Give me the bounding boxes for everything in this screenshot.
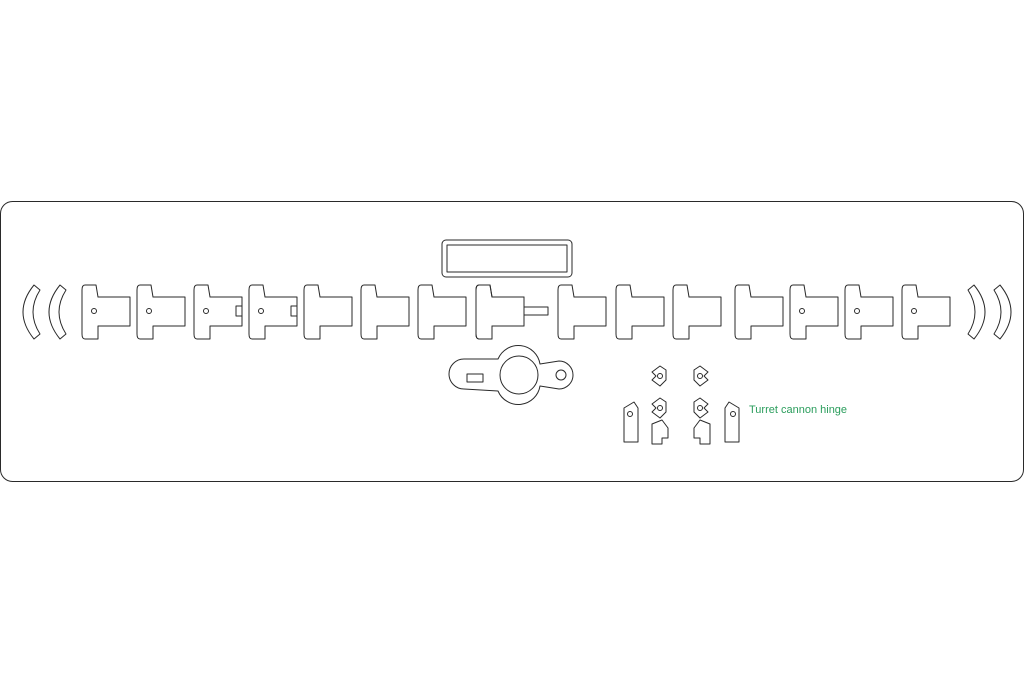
hinge-hole (697, 405, 703, 411)
track-link-hole (911, 308, 917, 314)
frame-inner (446, 244, 568, 273)
sheet-border (0, 201, 1024, 482)
track-link-hole (258, 308, 264, 314)
track-link-part (360, 284, 410, 340)
track-link-part (248, 284, 298, 340)
track-link-part (193, 284, 243, 340)
track-link-part (789, 284, 839, 340)
chevron-part (22, 284, 41, 340)
turret-cannon-hinge-label: Turret cannon hinge (749, 404, 848, 416)
track-link-part (734, 284, 784, 340)
track-link-part (303, 284, 353, 340)
track-link-part (672, 284, 722, 340)
turret-ring-outline (448, 345, 574, 405)
track-parts-row (22, 284, 1012, 340)
turret-ring-center-hole (499, 355, 539, 395)
track-link-hole (799, 308, 805, 314)
track-link-part (136, 284, 186, 340)
track-link-part (901, 284, 951, 340)
hinge-hole (730, 411, 736, 417)
track-link-notch (235, 305, 243, 317)
hinge-part (724, 401, 740, 443)
hinge-hole (627, 411, 633, 417)
turret-cannon-hinge-group (623, 365, 740, 445)
frame-outer (441, 239, 573, 278)
hinge-part (623, 401, 639, 443)
track-link-hole (854, 308, 860, 314)
hinge-part (651, 365, 667, 387)
track-link-part (417, 284, 467, 340)
track-link-part (557, 284, 607, 340)
track-link-notch (290, 305, 298, 317)
hinge-part (693, 365, 709, 387)
hinge-part (651, 419, 669, 445)
hinge-hole (657, 405, 663, 411)
hinge-hole (697, 373, 703, 379)
track-link-hole (203, 308, 209, 314)
chevron-part (967, 284, 986, 340)
hinge-part (651, 397, 667, 419)
track-link-part (81, 284, 131, 340)
track-link-hole (91, 308, 97, 314)
hinge-part (693, 397, 709, 419)
track-link-part (615, 284, 665, 340)
frame-part (441, 239, 573, 278)
turret-ring-part (448, 345, 574, 405)
turret-ring-pivot-hole (555, 369, 567, 381)
hinge-part (693, 419, 711, 445)
track-link-part (475, 284, 525, 340)
center-arm-part (475, 284, 549, 340)
chevron-part (993, 284, 1012, 340)
turret-ring-slot (466, 373, 484, 383)
track-link-part (844, 284, 894, 340)
chevron-part (48, 284, 67, 340)
track-link-hole (146, 308, 152, 314)
hinge-hole (657, 373, 663, 379)
